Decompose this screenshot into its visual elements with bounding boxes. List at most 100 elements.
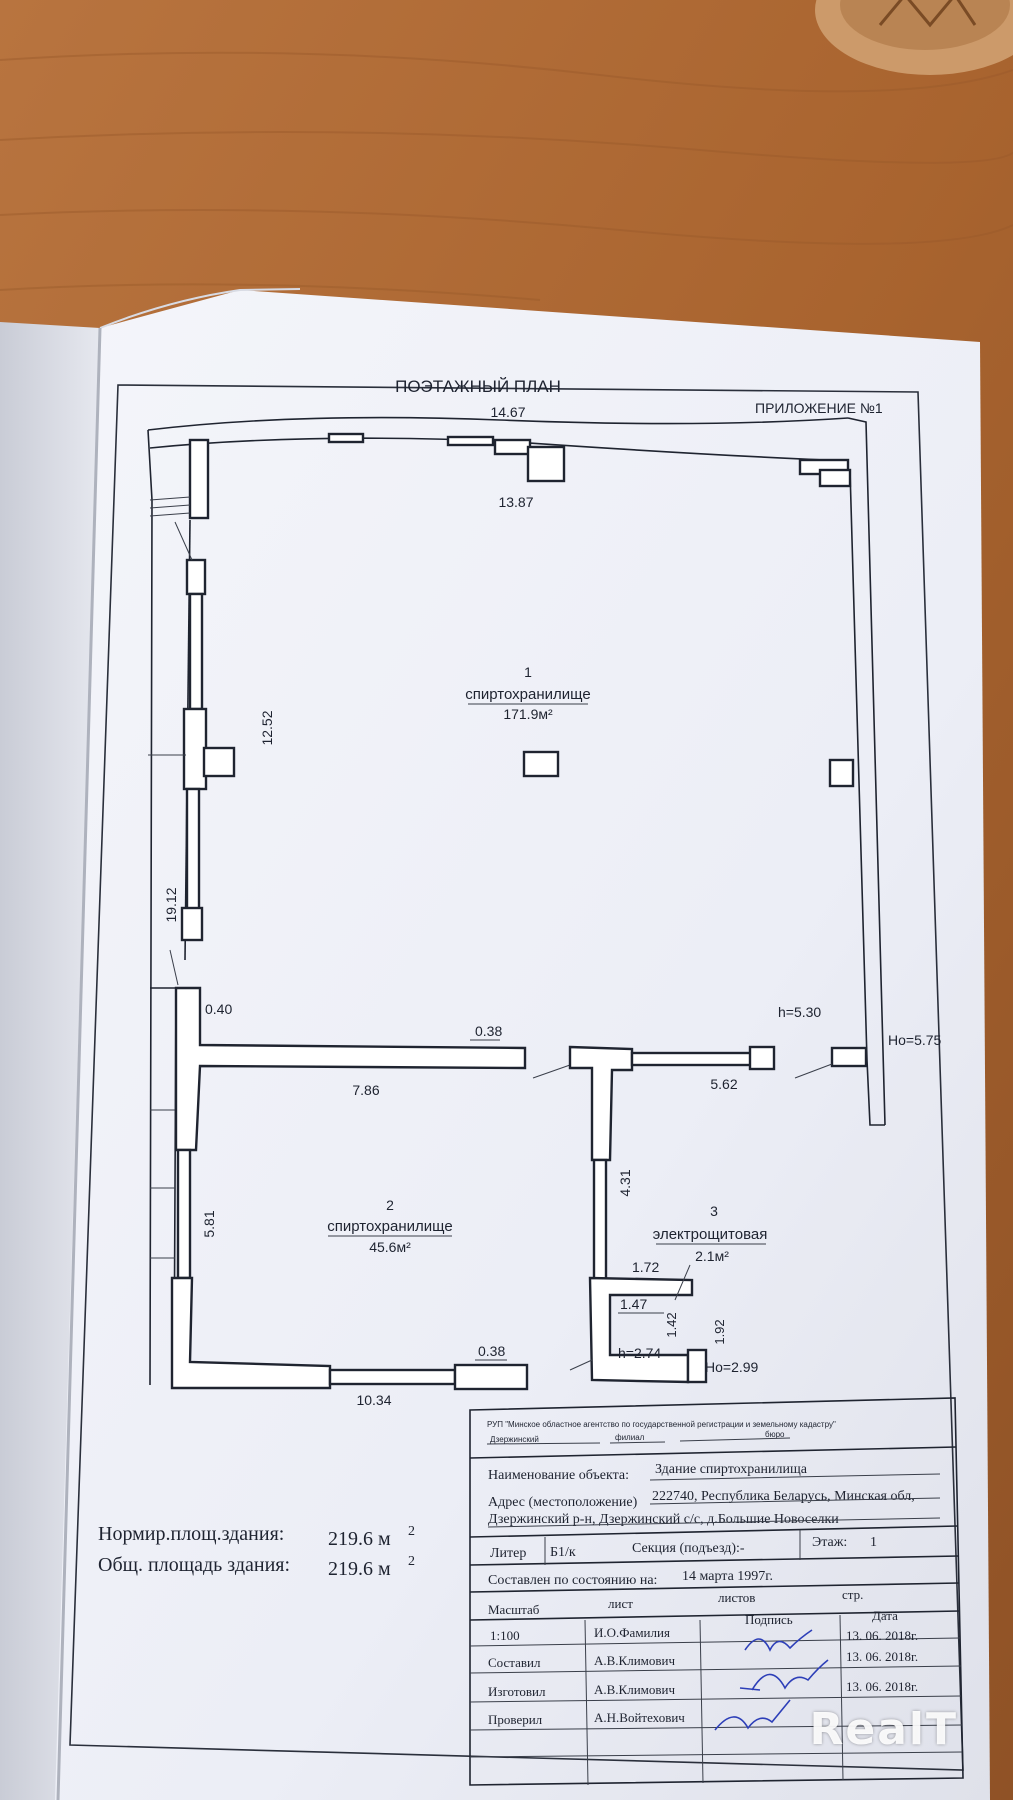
col-name-header: И.О.Фамилия xyxy=(594,1625,670,1640)
pilaster xyxy=(188,438,210,520)
signatures xyxy=(714,1629,829,1731)
area-totals: Нормир.площ.здания: 219.6 м 2 Общ. площа… xyxy=(98,1523,415,1580)
floor-label: Этаж: xyxy=(812,1535,847,1550)
room-2-label: 2 спиртохранилище 45.6м² xyxy=(327,1197,452,1255)
pilaster xyxy=(686,1348,708,1384)
top-wall-outer xyxy=(147,416,849,431)
stamp-bureau-label: бюро xyxy=(765,1430,785,1439)
porch-line xyxy=(174,521,193,561)
dim-left-upper: 12.52 xyxy=(259,710,275,745)
window-glass xyxy=(328,1368,457,1386)
dim-left-total: 19.12 xyxy=(163,887,179,922)
room-area: 2.1м² xyxy=(695,1248,729,1264)
right-wall-outer xyxy=(847,417,886,1126)
pilaster xyxy=(526,445,566,483)
room-area: 45.6м² xyxy=(369,1239,411,1255)
plan-title: ПОЭТАЖНЫЙ ПЛАН xyxy=(395,377,561,396)
dimensions: 14.67 13.87 12.52 19.12 0.40 0.38 7.86 5… xyxy=(163,404,942,1408)
header-date: 13. 06. 2018г. xyxy=(846,1628,918,1643)
stamp-rule xyxy=(469,1446,957,1459)
norm-area-sup: 2 xyxy=(408,1524,415,1539)
total-area-label: Общ. площадь здания: xyxy=(98,1554,290,1576)
appendix-label: ПРИЛОЖЕНИЕ №1 xyxy=(755,400,883,416)
window-frame xyxy=(185,558,207,596)
window-glass xyxy=(592,1158,608,1282)
dim-room2-width: 7.86 xyxy=(352,1082,379,1098)
scale-value: 1:100 xyxy=(490,1628,520,1643)
dim-wall-038-bottom: 0.38 xyxy=(478,1343,505,1359)
row-name: А.Н.Войтехович xyxy=(594,1710,685,1725)
floor-value: 1 xyxy=(870,1535,877,1550)
section-label: Секция (подъезд):- xyxy=(632,1541,745,1556)
dim-192: 1.92 xyxy=(712,1319,727,1344)
pilaster xyxy=(446,435,495,447)
room-name: спиртохранилище xyxy=(465,686,590,703)
stamp-col xyxy=(699,1619,704,1784)
stamp-rule xyxy=(469,1582,960,1593)
wood-grain xyxy=(0,51,1013,301)
dim-room3-width: 5.62 xyxy=(710,1076,737,1092)
dim-ho-small: Ho=2.99 xyxy=(705,1359,759,1375)
column xyxy=(522,750,560,778)
partition-wall xyxy=(588,1276,694,1384)
dim-room2-height: 5.81 xyxy=(201,1210,217,1237)
door-swing xyxy=(569,1359,593,1371)
dim-leader xyxy=(674,1264,691,1301)
window-glass xyxy=(185,787,201,911)
stamp-branch-label: филиал xyxy=(615,1433,645,1442)
row-role: Изготовил xyxy=(488,1684,546,1699)
address-label: Адрес (местоположение) xyxy=(488,1495,638,1510)
room-name: спиртохранилище xyxy=(327,1218,452,1235)
door-swing xyxy=(794,1063,833,1079)
room-area: 171.9м² xyxy=(503,706,553,722)
dim-h-small: h=2.74 xyxy=(618,1345,661,1361)
stamp-rule xyxy=(469,1610,961,1621)
total-area-sup: 2 xyxy=(408,1554,415,1569)
paper-sheet xyxy=(55,290,990,1800)
liter-label: Литер xyxy=(490,1546,526,1561)
window-glass xyxy=(630,1051,754,1067)
dim-wall-040: 0.40 xyxy=(205,1001,232,1017)
composed-value: 14 марта 1997г. xyxy=(682,1569,773,1584)
dim-wall-038-mid: 0.38 xyxy=(475,1023,502,1039)
norm-area-label: Нормир.площ.здания: xyxy=(98,1523,284,1545)
object-label: Наименование объекта: xyxy=(488,1468,629,1483)
stamp-border xyxy=(469,1397,964,1786)
sheet-label: лист xyxy=(608,1596,633,1611)
object-value: Здание спиртохранилища xyxy=(655,1462,808,1477)
row-role: Проверил xyxy=(488,1712,543,1727)
room-number: 3 xyxy=(710,1203,718,1219)
wooden-ornament xyxy=(815,0,1013,75)
stamp-col xyxy=(584,1619,589,1786)
dim-top-inner: 13.87 xyxy=(498,494,533,510)
door-swing xyxy=(532,1064,571,1079)
right-wall-inner xyxy=(849,469,885,1126)
room-name: электрощитовая xyxy=(653,1226,768,1243)
dim-ho-main: Ho=5.75 xyxy=(888,1032,942,1048)
col-sign-header: Подпись xyxy=(745,1612,793,1627)
stamp-underline xyxy=(486,1437,791,1445)
room-3-label: 3 электрощитовая 2.1м² xyxy=(653,1203,768,1264)
room-number: 2 xyxy=(386,1197,394,1213)
dim-172: 1.72 xyxy=(632,1259,659,1275)
dim-room3-side: 4.31 xyxy=(617,1169,633,1196)
page-label: стр. xyxy=(842,1587,863,1602)
stamp-underline xyxy=(487,1473,941,1528)
window-frame xyxy=(453,1363,529,1391)
dim-h-main: h=5.30 xyxy=(778,1004,821,1020)
sheet-curl xyxy=(99,288,301,329)
stamp-rule xyxy=(469,1665,962,1674)
dim-top-outer: 14.67 xyxy=(490,404,525,420)
binding-edge xyxy=(56,327,102,1800)
col-date-header: Дата xyxy=(872,1608,898,1623)
composed-label: Составлен по состоянию на: xyxy=(488,1573,657,1588)
floor-plan xyxy=(147,416,886,1391)
pilaster xyxy=(818,468,852,488)
stairs-lines xyxy=(149,496,191,517)
room-1-label: 1 спиртохранилище 171.9м² xyxy=(465,664,590,722)
row-role: Составил xyxy=(488,1655,541,1670)
row-date: 13. 06. 2018г. xyxy=(846,1649,918,1664)
scale-label: Масштаб xyxy=(488,1602,540,1617)
stamp-col xyxy=(839,1614,844,1781)
